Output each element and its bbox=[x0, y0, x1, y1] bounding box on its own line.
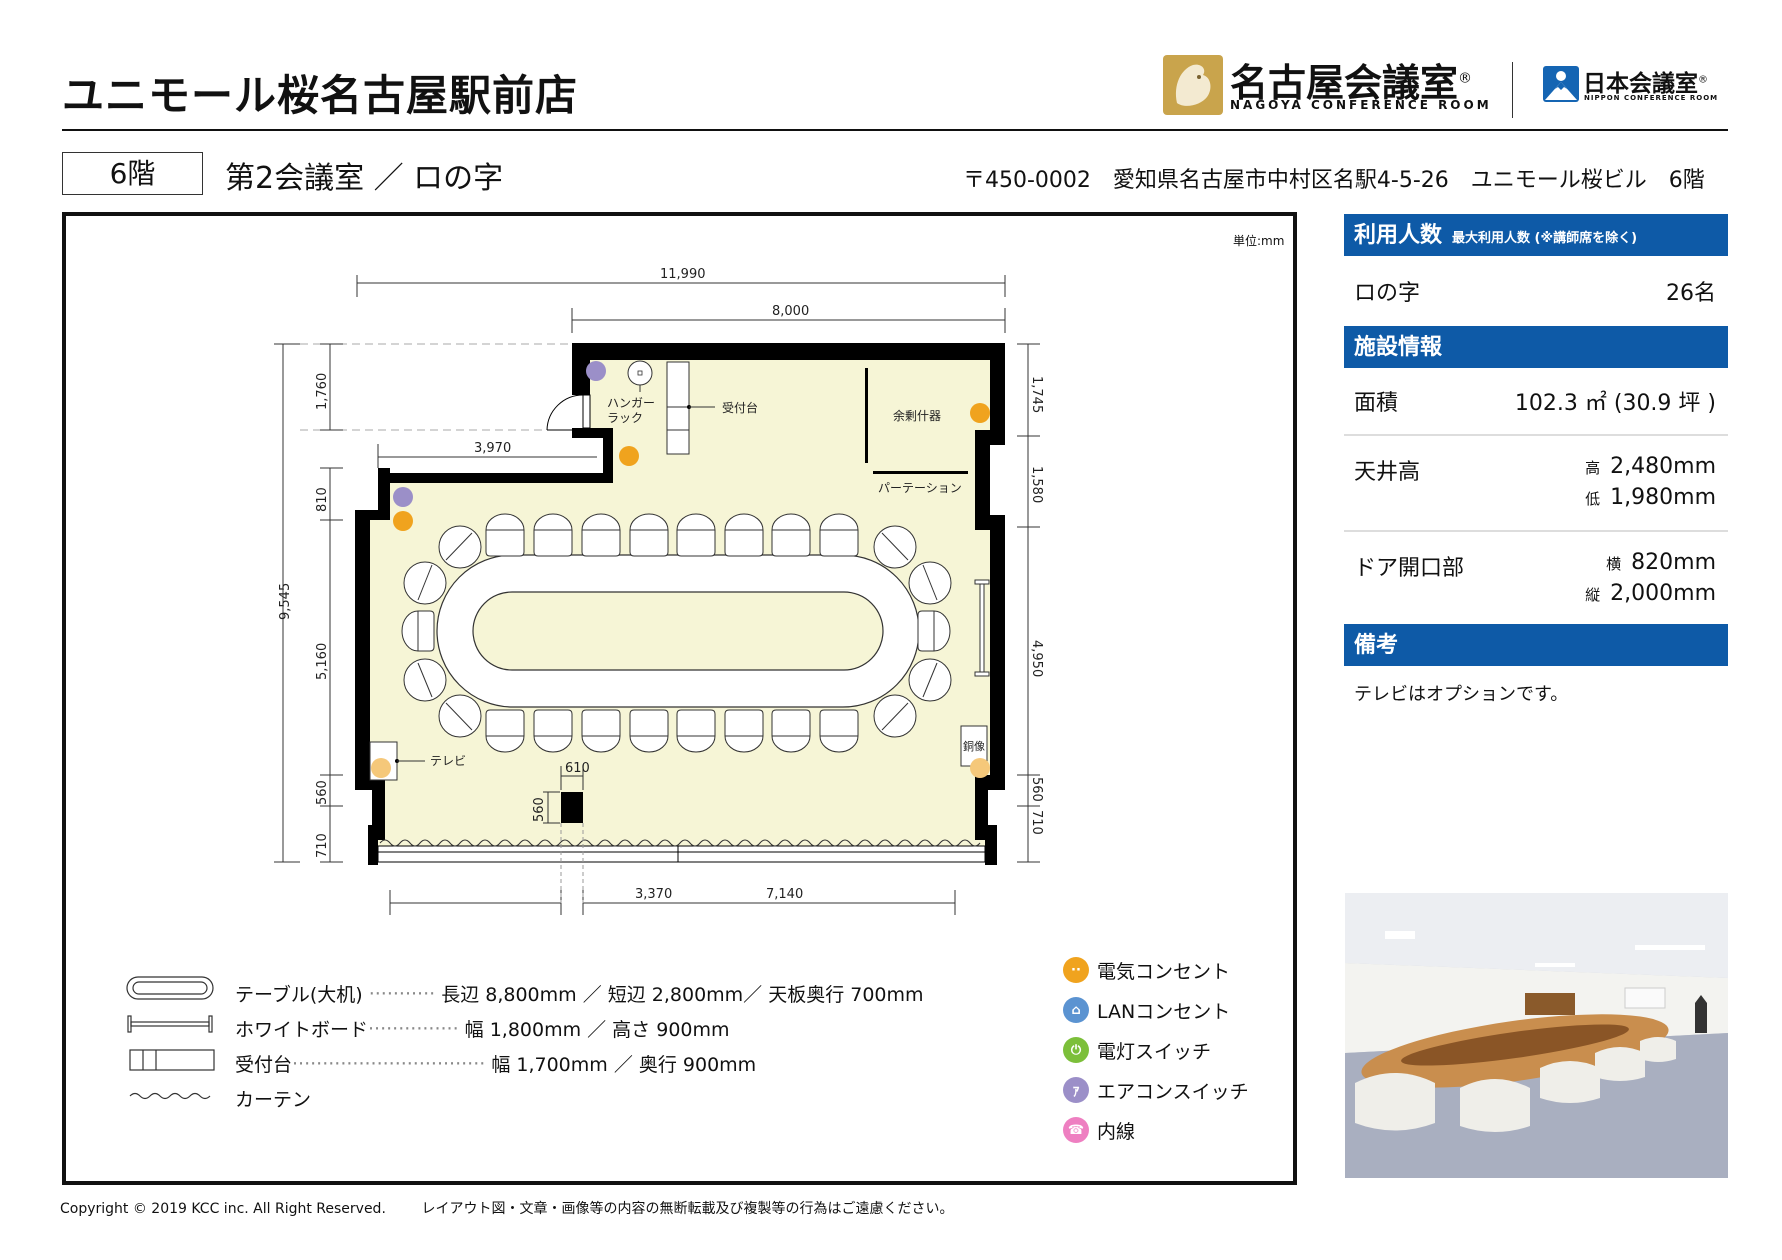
brand-subtitle-nagoya: NAGOYA CONFERENCE ROOM bbox=[1230, 98, 1492, 112]
dim-top-room: 8,000 bbox=[772, 304, 809, 319]
door-swing bbox=[546, 394, 584, 431]
legend-symbols bbox=[126, 976, 215, 1100]
hanger-rack bbox=[627, 360, 653, 386]
dim-right-5: 710 bbox=[1029, 810, 1044, 835]
extension-phone-icon: ☎ bbox=[1063, 1117, 1089, 1143]
chairs-bottom bbox=[485, 709, 859, 753]
partition-horizontal bbox=[873, 471, 968, 474]
dim-left-total: 9,545 bbox=[278, 583, 293, 620]
partition-label: パーテーション bbox=[878, 481, 962, 495]
brand-subtitle-nippon: NIPPON CONFERENCE ROOM bbox=[1584, 94, 1719, 102]
dim-right-1: 1,745 bbox=[1029, 376, 1044, 413]
legend-aircon-switch: ｱエアコンスイッチ bbox=[1063, 1070, 1249, 1110]
dim-left-3: 5,160 bbox=[315, 643, 330, 680]
whiteboard bbox=[974, 579, 990, 677]
curtain bbox=[379, 839, 981, 847]
venue-title: ユニモール桜名古屋駅前店 bbox=[62, 71, 579, 120]
dim-corridor: 3,970 bbox=[474, 441, 511, 456]
header-rule bbox=[62, 129, 1728, 131]
dim-right-2: 1,580 bbox=[1029, 466, 1044, 503]
partition-vertical bbox=[865, 368, 868, 463]
dim-column-height: 560 bbox=[532, 797, 547, 822]
room-photo bbox=[1345, 893, 1728, 1178]
legend-power-outlet: ··電気コンセント bbox=[1063, 950, 1249, 990]
legend-item-curtain: カーテン bbox=[235, 1089, 312, 1111]
usage-notice: レイアウト図・文章・画像等の内容の無断転載及び複製等の行為はご遠慮ください。 bbox=[421, 1201, 954, 1217]
legend-item-reception: 受付台································ 幅 1,… bbox=[235, 1052, 757, 1077]
legend-list: テーブル(大机) ··········· 長辺 8,800mm ／ 短辺 2,8… bbox=[235, 976, 924, 1116]
room-name: 第2会議室 ／ ロの字 bbox=[225, 161, 504, 196]
notes-header: 備考 bbox=[1344, 624, 1728, 666]
lan-outlet-icon: ⌂ bbox=[1063, 997, 1089, 1023]
dim-column-width: 610 bbox=[565, 761, 590, 776]
hanger-label: ハンガー bbox=[607, 396, 655, 410]
dim-left-5: 710 bbox=[315, 833, 330, 858]
column bbox=[561, 792, 583, 823]
door bbox=[582, 394, 591, 429]
rack-label: ラック bbox=[607, 411, 643, 425]
logo-divider bbox=[1512, 62, 1513, 118]
aircon-switch-icons bbox=[393, 361, 606, 507]
reception-label: 受付台 bbox=[722, 400, 758, 415]
dimension-lines bbox=[274, 275, 1040, 915]
aircon-switch-icon: ｱ bbox=[1063, 1077, 1089, 1103]
surplus-label: 余剰什器 bbox=[893, 408, 941, 423]
nippon-conference-logo-icon bbox=[1543, 66, 1579, 102]
window bbox=[377, 845, 986, 863]
chairs-top bbox=[485, 513, 859, 557]
dim-right-4: 560 bbox=[1029, 777, 1044, 802]
copyright: Copyright © 2019 KCC inc. All Right Rese… bbox=[60, 1201, 386, 1217]
unit-label: 単位:mm bbox=[1233, 234, 1285, 248]
brand-name-nippon: 日本会議室® bbox=[1583, 71, 1708, 97]
legend-extension-phone: ☎内線 bbox=[1063, 1110, 1249, 1150]
floor-plan-frame bbox=[62, 212, 1297, 1185]
power-outlet-icon: ·· bbox=[1063, 957, 1089, 983]
brand-name-nagoya: 名古屋会議室® bbox=[1230, 61, 1473, 105]
dim-bottom-left: 3,370 bbox=[635, 887, 672, 902]
floor-badge: 6階 bbox=[62, 152, 203, 195]
legend-item-table: テーブル(大机) ··········· 長辺 8,800mm ／ 短辺 2,8… bbox=[235, 982, 924, 1007]
dim-bottom-right: 7,140 bbox=[766, 887, 803, 902]
dim-left-4: 560 bbox=[315, 780, 330, 805]
notes-text: テレビはオプションです。 bbox=[1354, 684, 1569, 705]
legend-item-whiteboard: ホワイトボード··············· 幅 1,800mm ／ 高さ 90… bbox=[235, 1017, 730, 1042]
address: 〒450-0002 愛知県名古屋市中村区名駅4-5-26 ユニモール桜ビル 6階 bbox=[963, 168, 1705, 193]
table-inner bbox=[472, 591, 884, 671]
reception-desk bbox=[666, 361, 690, 455]
nagoya-conference-logo-icon bbox=[1163, 55, 1223, 115]
facility-header: 施設情報 bbox=[1344, 326, 1728, 368]
icon-legend: ··電気コンセント ⌂LANコンセント ⏻電灯スイッチ ｱエアコンスイッチ ☎内… bbox=[1063, 950, 1249, 1150]
footer: Copyright © 2019 KCC inc. All Right Rese… bbox=[60, 1198, 954, 1218]
power-outlet-icons bbox=[371, 403, 990, 778]
legend-light-switch: ⏻電灯スイッチ bbox=[1063, 1030, 1249, 1070]
statue-label: 銅像 bbox=[963, 739, 985, 753]
dim-left-1: 1,760 bbox=[315, 373, 330, 410]
dim-left-2: 810 bbox=[315, 487, 330, 512]
light-switch-icon: ⏻ bbox=[1063, 1037, 1089, 1063]
tv-label: テレビ bbox=[430, 754, 466, 768]
legend-lan-outlet: ⌂LANコンセント bbox=[1063, 990, 1249, 1030]
capacity-header: 利用人数最大利用人数 (※講師席を除く) bbox=[1344, 214, 1728, 256]
dim-right-3: 4,950 bbox=[1029, 640, 1044, 677]
dim-top-total: 11,990 bbox=[660, 267, 706, 282]
